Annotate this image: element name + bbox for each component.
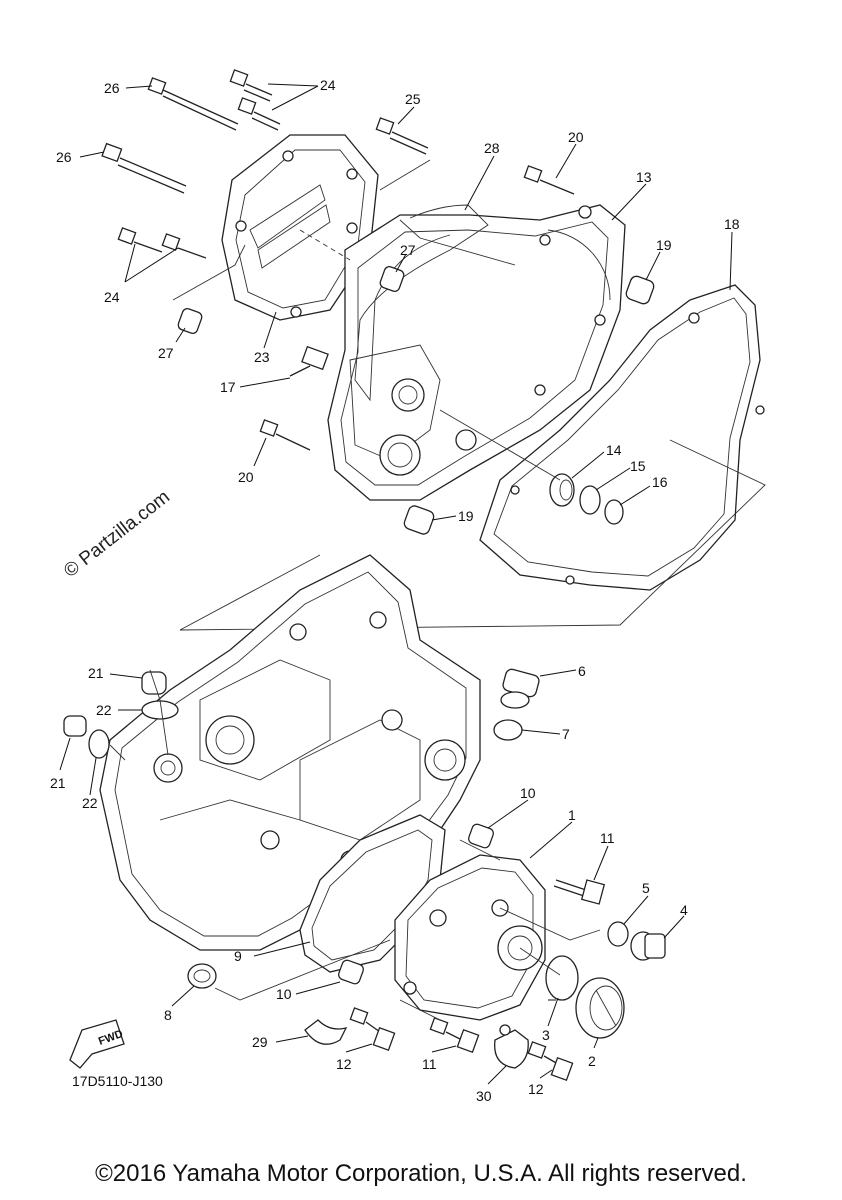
bolt-24-b-drawing: [237, 97, 281, 131]
callout-label: 24: [320, 77, 336, 93]
bolt-24-a-drawing: [229, 69, 273, 102]
callout-label: 13: [636, 169, 652, 185]
seal-14-drawing: [549, 473, 575, 507]
bolt-11-bottom-drawing: [429, 1017, 480, 1054]
callout-label: 26: [56, 149, 72, 165]
dowel-10-top-drawing: [468, 823, 494, 849]
bolt-26-top-drawing: [147, 77, 239, 131]
callout-label: 27: [158, 345, 174, 361]
lower-alignment-lines: [109, 669, 601, 1021]
callout-label: 23: [254, 349, 270, 365]
callout-label: 8: [164, 1007, 172, 1023]
dowel-19-mid-drawing: [403, 505, 435, 535]
bolt-20-top-drawing: [523, 165, 575, 195]
clutch-cover-gasket-drawing: [354, 204, 489, 402]
callout-label: 3: [542, 1027, 550, 1043]
callout-label: 10: [276, 986, 292, 1002]
callout-label: 19: [458, 508, 474, 524]
oring-5-drawing: [607, 921, 629, 947]
lower-fasteners: [63, 668, 666, 1082]
callout-label: 22: [82, 795, 98, 811]
callout-label: 20: [238, 469, 254, 485]
forward-direction-indicator: FWD: [69, 1019, 125, 1069]
collar-21-bottom-drawing: [63, 715, 87, 737]
callout-labels: 26 24 25 26 28 20 13 18 27 19 24 27 23 1…: [50, 77, 740, 1104]
bolt-12-right-drawing: [527, 1041, 574, 1082]
callout-label: 26: [104, 80, 120, 96]
callout-label: 20: [568, 129, 584, 145]
callout-label: 16: [652, 474, 668, 490]
callout-label: 9: [234, 948, 242, 964]
gasket-7-drawing: [493, 719, 523, 741]
callout-label: 27: [400, 242, 416, 258]
circlip-16-drawing: [604, 499, 624, 525]
callout-label: 21: [50, 775, 66, 791]
clamp-29-drawing: [304, 1019, 348, 1045]
cap-2-drawing: [575, 977, 625, 1039]
diagram-code: 17D5110-J130: [72, 1073, 163, 1089]
callout-label: 29: [252, 1034, 268, 1050]
callout-label: 28: [484, 140, 500, 156]
oring-22-bottom-drawing: [88, 729, 110, 759]
callout-label: 12: [336, 1056, 352, 1072]
oring-22-top-drawing: [141, 700, 179, 720]
callout-label: 7: [562, 726, 570, 742]
callout-label: 18: [724, 216, 740, 232]
upper-alignment-lines: [172, 159, 766, 631]
callout-label: 22: [96, 702, 112, 718]
dowel-27-mid-drawing: [379, 266, 405, 292]
oring-3-drawing: [545, 955, 579, 1001]
upper-fasteners: [101, 69, 655, 535]
bolt-20-mid-drawing: [259, 419, 311, 451]
copyright-notice: ©2016 Yamaha Motor Corporation, U.S.A. A…: [95, 1160, 747, 1187]
seal-8-drawing: [187, 963, 217, 989]
callout-label: 21: [88, 665, 104, 681]
callout-label: 15: [630, 458, 646, 474]
callout-label: 14: [606, 442, 622, 458]
callout-label: 19: [656, 237, 672, 253]
dowel-19-top-drawing: [625, 275, 655, 305]
screw-17-drawing: [289, 345, 329, 377]
crankcase-cover-gasket-drawing: [479, 284, 765, 591]
callout-label: 2: [588, 1053, 596, 1069]
bolt-26-left-drawing: [101, 142, 187, 194]
washer-15-drawing: [579, 485, 601, 515]
bolt-25-drawing: [375, 117, 429, 155]
plug-4-drawing: [630, 931, 666, 961]
callout-label: 6: [578, 663, 586, 679]
oil-drain-bolt-6-drawing: [500, 668, 540, 709]
bolt-24-d-drawing: [161, 233, 207, 259]
callout-label: 10: [520, 785, 536, 801]
dowel-27-left-drawing: [177, 308, 203, 334]
bolt-12-left-drawing: [349, 1007, 396, 1052]
callout-label: 4: [680, 902, 688, 918]
callout-label: 11: [422, 1056, 437, 1072]
callout-label: 24: [104, 289, 120, 305]
callout-label: 12: [528, 1081, 544, 1097]
bolt-11-right-drawing: [553, 879, 606, 905]
callout-label: 17: [220, 379, 236, 395]
callout-label: 25: [405, 91, 421, 107]
callout-label: 5: [642, 880, 650, 896]
bolt-24-c-drawing: [117, 227, 163, 253]
callout-label: 1: [568, 807, 576, 823]
clamp-30-drawing: [494, 1024, 529, 1069]
callout-label: 11: [600, 830, 615, 846]
watermark-text: © Partzilla.com: [60, 487, 174, 582]
dowel-10-bottom-drawing: [338, 959, 364, 985]
callout-label: 30: [476, 1088, 492, 1104]
